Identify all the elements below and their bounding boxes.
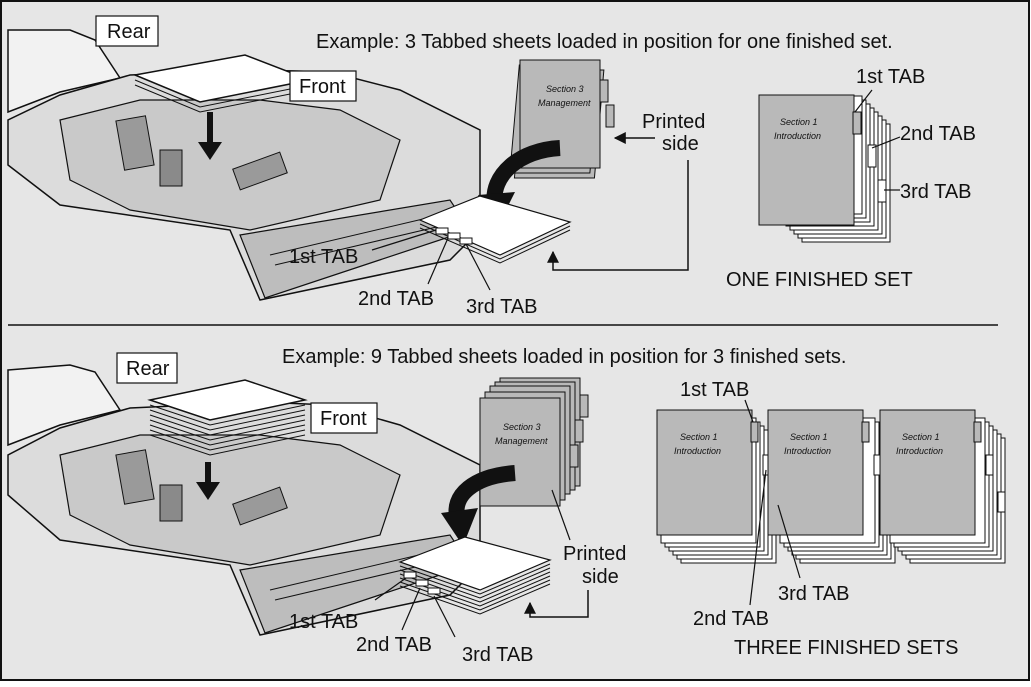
bottom-printed-side-pointer: [551, 489, 571, 541]
top-stack-tab1: 1st TAB: [289, 246, 358, 268]
bottom-front-label-box: [310, 402, 378, 434]
bottom-tab-stack: [398, 536, 552, 615]
top-set-caption: ONE FINISHED SET: [726, 269, 913, 291]
bottom-set-tab3: 3rd TAB: [778, 583, 850, 605]
bottom-stack-tab1: 1st TAB: [289, 611, 358, 633]
bottom-return-arrow: [524, 590, 589, 618]
bottom-set1-card-line2: Introduction: [674, 446, 721, 456]
bottom-set3-card-line1: Section 1: [902, 432, 940, 442]
bottom-stack-tab3: 3rd TAB: [462, 644, 534, 666]
top-rear-label-box: [95, 15, 159, 47]
top-front-label-box: [289, 70, 357, 102]
top-printed-side-line2: side: [662, 133, 699, 155]
bottom-set2-card-line1: Section 1: [790, 432, 828, 442]
bottom-caption: Example: 9 Tabbed sheets loaded in posit…: [282, 346, 846, 368]
bottom-finished-set-1: Section 1 Introduction: [656, 409, 783, 564]
top-set-tab1: 1st TAB: [856, 66, 925, 88]
bottom-finished-set-2: Section 1 Introduction: [767, 409, 896, 564]
bottom-printed-side-line1: Printed: [563, 543, 626, 565]
bottom-card-line1: Section 3: [503, 422, 541, 432]
bottom-rear-label-box: [116, 352, 178, 384]
top-set-tab3: 3rd TAB: [900, 181, 972, 203]
top-set-tab2: 2nd TAB: [900, 123, 976, 145]
top-tray-illustration: [7, 29, 481, 301]
bottom-set-caption: THREE FINISHED SETS: [734, 637, 958, 659]
top-stack-tab3: 3rd TAB: [466, 296, 538, 318]
top-panel: Example: 3 Tabbed sheets loaded in posit…: [7, 15, 976, 318]
bottom-set3-card-line2: Introduction: [896, 446, 943, 456]
bottom-panel: Example: 9 Tabbed sheets loaded in posit…: [7, 346, 1006, 666]
top-set-card-line1: Section 1: [780, 117, 818, 127]
bottom-front-label: Front: [320, 408, 367, 430]
bottom-section3-card-stack: Section 3 Management: [479, 377, 589, 507]
top-set-card-line2: Introduction: [774, 131, 821, 141]
top-finished-set: Section 1 Introduction: [758, 94, 891, 243]
top-return-arrow: [547, 160, 689, 271]
top-caption: Example: 3 Tabbed sheets loaded in posit…: [316, 31, 893, 53]
bottom-set2-card-line2: Introduction: [784, 446, 831, 456]
top-card-line2: Management: [538, 98, 591, 108]
bottom-rear-label: Rear: [126, 358, 170, 380]
bottom-set-tab1: 1st TAB: [680, 379, 749, 401]
bottom-finished-set-3: Section 1 Introduction: [879, 409, 1006, 564]
top-card-line1: Section 3: [546, 84, 584, 94]
bottom-stack-tab2: 2nd TAB: [356, 634, 432, 656]
bottom-card-line2: Management: [495, 436, 548, 446]
top-front-label: Front: [299, 76, 346, 98]
top-printed-side-line1: Printed: [642, 111, 705, 133]
bottom-set1-card-line1: Section 1: [680, 432, 718, 442]
bottom-printed-side-line2: side: [582, 566, 619, 588]
top-rear-label: Rear: [107, 21, 151, 43]
bottom-tray-illustration: [7, 364, 481, 636]
bottom-set-tab2: 2nd TAB: [693, 608, 769, 630]
top-stack-tab2: 2nd TAB: [358, 288, 434, 310]
